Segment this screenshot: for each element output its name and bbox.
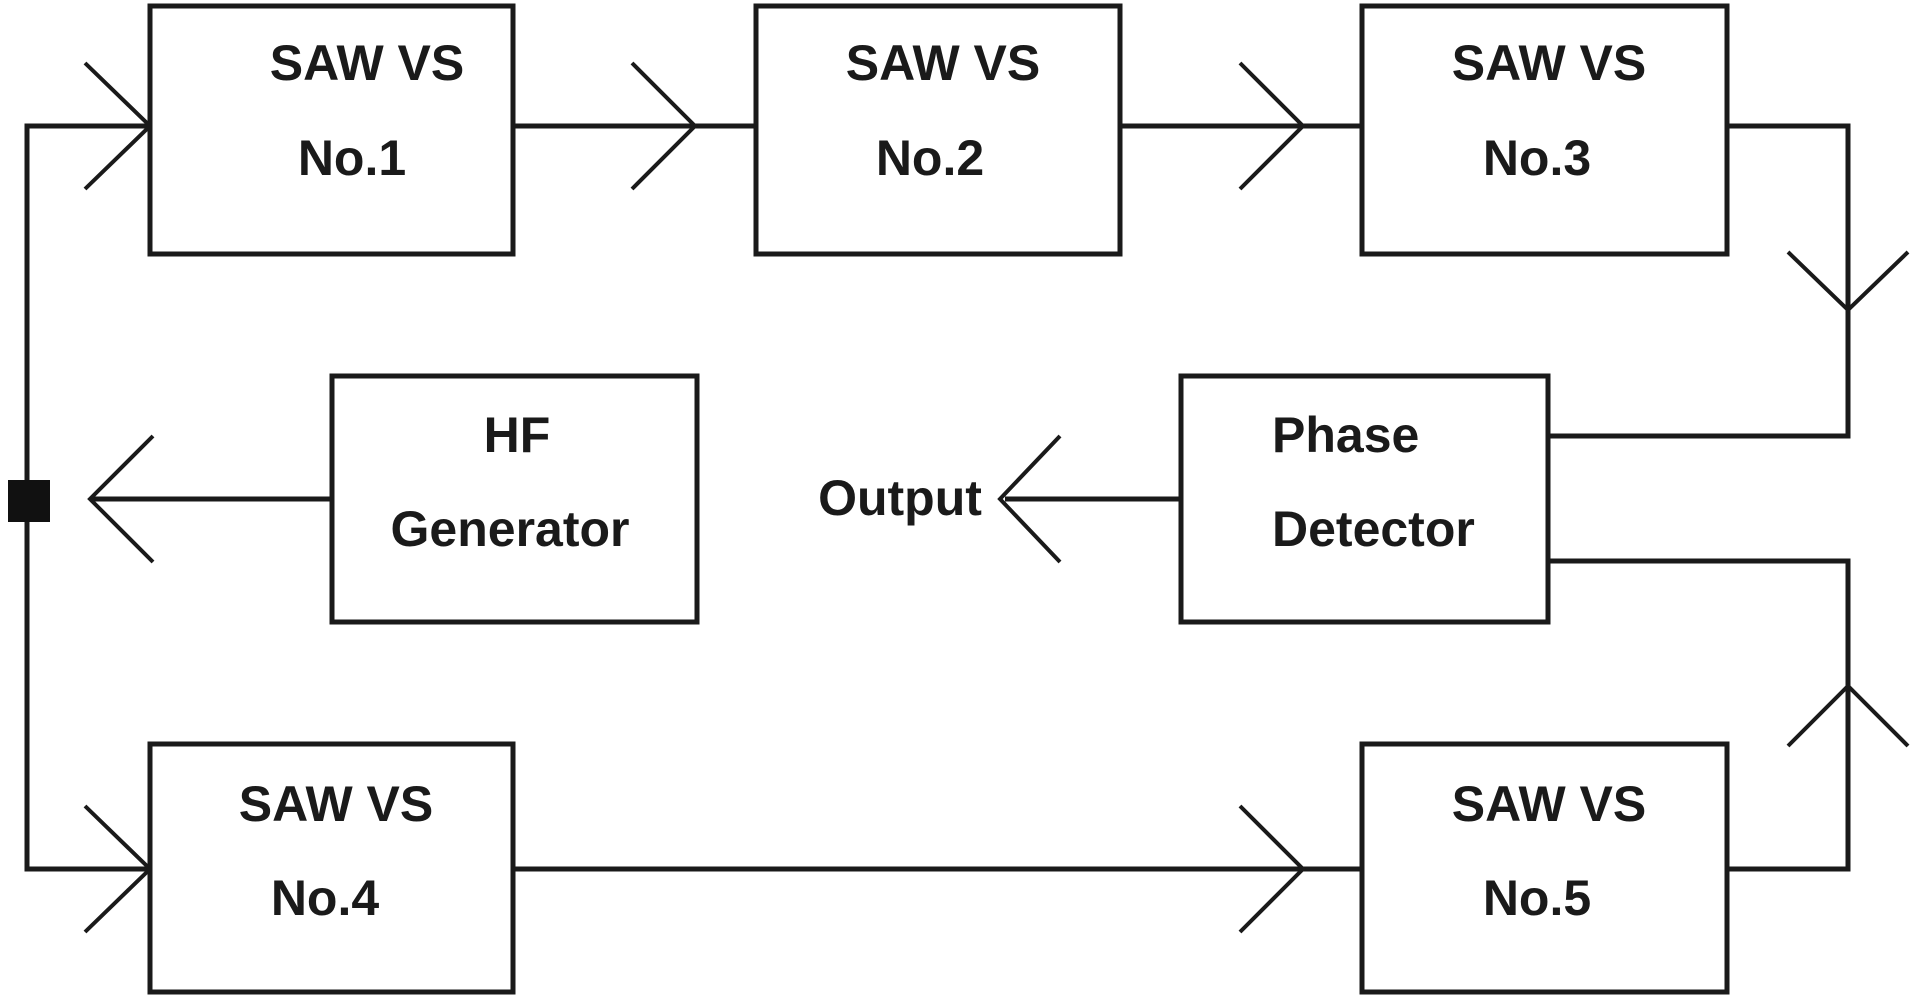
arrow-up-icon	[1786, 683, 1910, 748]
block-label-line2: No.5	[1483, 870, 1591, 926]
arrow-right-icon	[1238, 804, 1306, 934]
block-label-line1: SAW VS	[239, 776, 433, 832]
block-saw-vs-2: SAW VS No.2	[753, 3, 1123, 257]
block-saw-vs-5: SAW VS No.5	[1359, 741, 1730, 995]
arrow-left-icon	[997, 434, 1062, 564]
connection-wires	[24, 123, 1851, 872]
block-saw-vs-3-frame	[1359, 3, 1730, 257]
block-saw-vs-2-frame	[753, 3, 1123, 257]
block-label-line1: SAW VS	[846, 35, 1040, 91]
block-label-line2: No.3	[1483, 130, 1591, 186]
block-label-line1: SAW VS	[270, 35, 464, 91]
block-saw-vs-5-frame	[1359, 741, 1730, 995]
wire-saw3-to-phase	[1548, 123, 1851, 439]
block-label-line1: HF	[484, 407, 551, 463]
block-label-line2: No.1	[298, 130, 406, 186]
block-saw-vs-1: SAW VS No.1	[147, 3, 516, 257]
block-saw-vs-4: SAW VS No.4	[147, 741, 516, 995]
block-saw-vs-4-frame	[147, 741, 516, 995]
block-label-line1: Phase	[1272, 407, 1419, 463]
arrow-right-icon	[630, 61, 698, 191]
block-label-line2: No.4	[271, 870, 380, 926]
arrow-down-icon	[1786, 250, 1910, 313]
block-label-line1: SAW VS	[1452, 776, 1646, 832]
block-label-line2: Generator	[391, 501, 630, 557]
wire-saw5-to-phase	[1548, 558, 1851, 872]
block-label-line1: SAW VS	[1452, 35, 1646, 91]
block-hf-generator-frame	[329, 373, 700, 625]
junction-node	[8, 480, 50, 522]
block-label-line2: Detector	[1272, 501, 1475, 557]
block-phase-detector: Phase Detector	[1178, 373, 1551, 625]
block-saw-vs-1-frame	[147, 3, 516, 257]
output-label: Output	[818, 470, 982, 526]
arrow-left-icon	[87, 434, 155, 564]
block-hf-generator: HF Generator	[329, 373, 700, 625]
block-phase-detector-frame	[1178, 373, 1551, 625]
block-saw-vs-3: SAW VS No.3	[1359, 3, 1730, 257]
arrow-right-icon	[1238, 61, 1306, 191]
block-label-line2: No.2	[876, 130, 984, 186]
